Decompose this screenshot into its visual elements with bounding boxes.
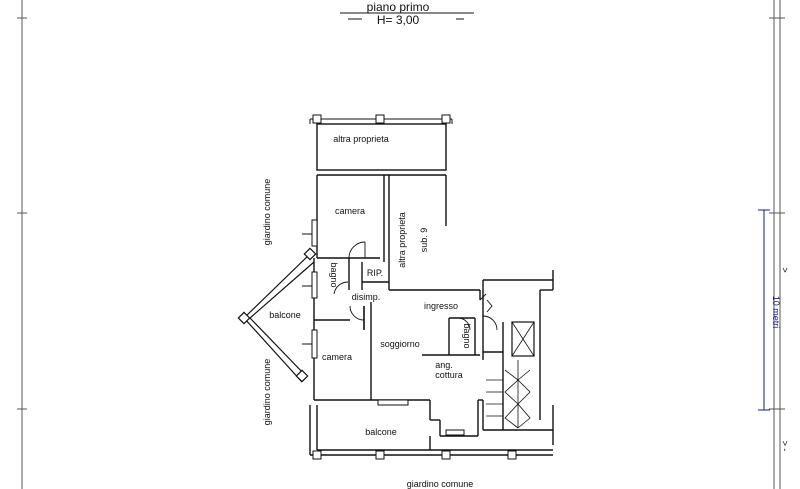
label-camera-bottom: camera	[322, 352, 352, 362]
doors	[333, 241, 498, 331]
scale-bar: 10 metri > > -	[758, 209, 790, 452]
label-bagno-left: bagno	[329, 262, 339, 287]
label-giardino-left-top: giardino comune	[262, 179, 272, 246]
label-bagno-right: bagno	[462, 323, 472, 348]
scale-arrow-top: >	[780, 267, 790, 272]
pillars	[312, 114, 517, 460]
label-balcone-left: balcone	[269, 310, 301, 320]
label-balcone-bottom: balcone	[365, 427, 397, 437]
room-labels: altra proprieta camera altra proprieta s…	[269, 134, 472, 437]
label-altra-proprieta-top: altra proprieta	[333, 134, 389, 144]
page-frame	[17, 0, 785, 489]
label-camera-top: camera	[335, 206, 365, 216]
label-giardino-left-bottom: giardino comune	[262, 359, 272, 426]
label-rip: RIP.	[367, 268, 383, 278]
label-disimp: disimp.	[352, 292, 381, 302]
label-soggiorno: soggiorno	[380, 339, 420, 349]
label-ang: ang.	[435, 360, 453, 370]
floor-height: H= 3,00	[377, 13, 420, 27]
label-cottura: cottura	[435, 370, 463, 380]
label-sub: sub. 9	[419, 228, 429, 253]
walls	[309, 118, 554, 456]
scale-arrow-bottom: > -	[780, 441, 790, 452]
windows	[302, 219, 465, 436]
scale-label: 10 metri	[771, 296, 781, 329]
floor-header: piano primo H= 3,00	[340, 0, 474, 27]
floor-title: piano primo	[367, 0, 430, 14]
surrounding-labels: giardino comune giardino comune giardino…	[262, 179, 473, 489]
label-ingresso: ingresso	[424, 301, 458, 311]
label-giardino-bottom: giardino comune	[407, 479, 474, 489]
label-altra-proprieta-side: altra proprieta	[397, 212, 407, 268]
angled-balcony	[237, 247, 317, 383]
staircase	[486, 321, 535, 429]
